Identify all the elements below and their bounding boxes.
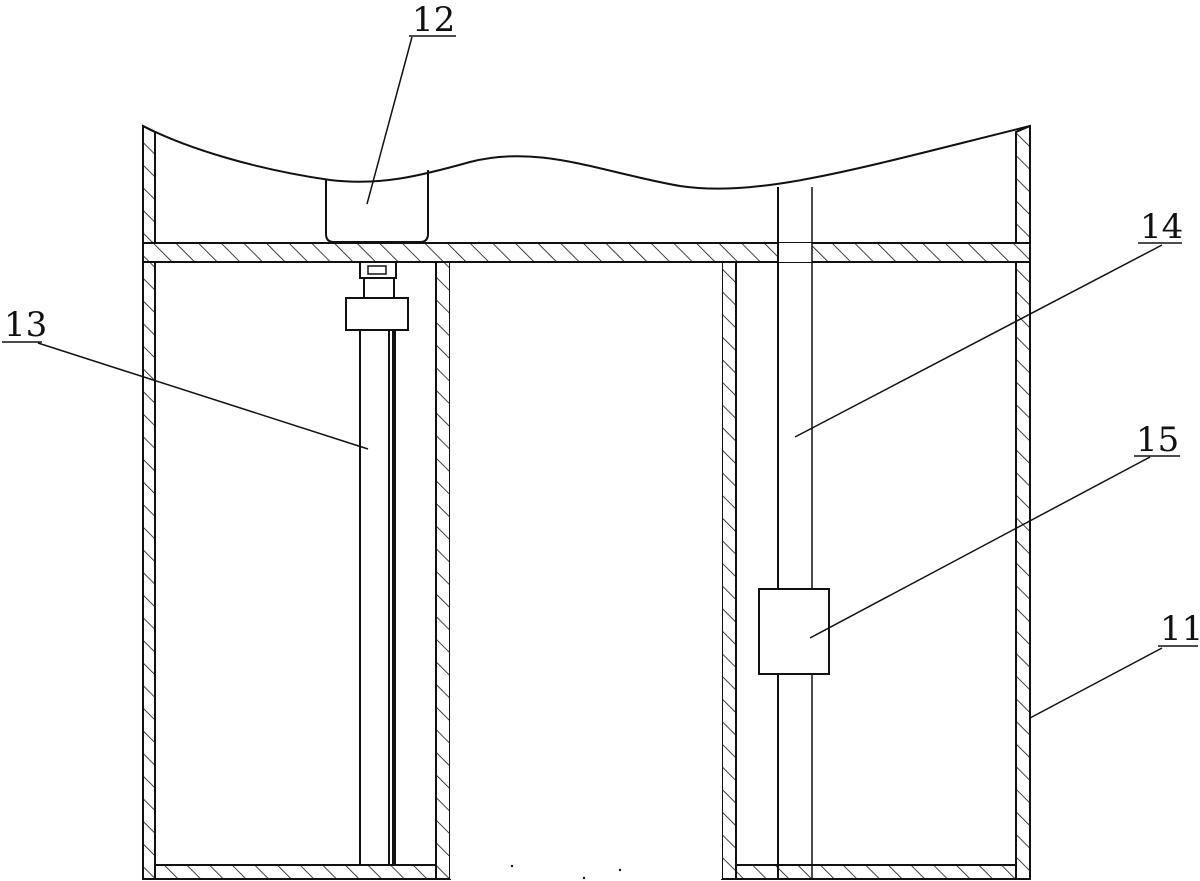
leader-line-12	[366, 36, 413, 205]
top-block	[325, 170, 429, 243]
rod-collar	[345, 297, 409, 331]
leader-line-15	[809, 456, 1151, 639]
right-rod	[777, 187, 813, 879]
partition-plate	[142, 242, 1031, 263]
housing-walls	[142, 124, 1031, 880]
left-chamber-inner-wall	[435, 261, 451, 880]
label-15: 15	[1136, 420, 1179, 460]
label-11: 11	[1160, 609, 1200, 649]
label-13: 13	[4, 305, 47, 345]
leader-line-14	[794, 244, 1163, 438]
stray-dot	[510, 864, 514, 868]
label-14: 14	[1140, 207, 1183, 247]
leader-line-11	[1029, 647, 1163, 719]
rod-clip-inner	[367, 265, 387, 275]
right-chamber-inner-wall	[721, 261, 737, 880]
left-chamber-floor	[154, 864, 437, 880]
upper-left-wall	[142, 124, 156, 244]
label-12: 12	[412, 0, 455, 40]
slider-block	[758, 588, 830, 675]
stray-dot	[618, 868, 622, 872]
right-chamber-outer-wall	[1015, 261, 1031, 880]
right-chamber-floor	[735, 864, 1017, 880]
rod-opening-top	[778, 243, 812, 262]
left-chamber-outer-wall	[142, 261, 156, 880]
left-rod-assembly	[345, 261, 409, 865]
partition-gap-center	[450, 262, 722, 879]
break-line	[142, 125, 1031, 190]
leader-line-13	[37, 342, 369, 450]
stray-dot	[582, 876, 586, 880]
upper-right-wall	[1015, 124, 1031, 244]
